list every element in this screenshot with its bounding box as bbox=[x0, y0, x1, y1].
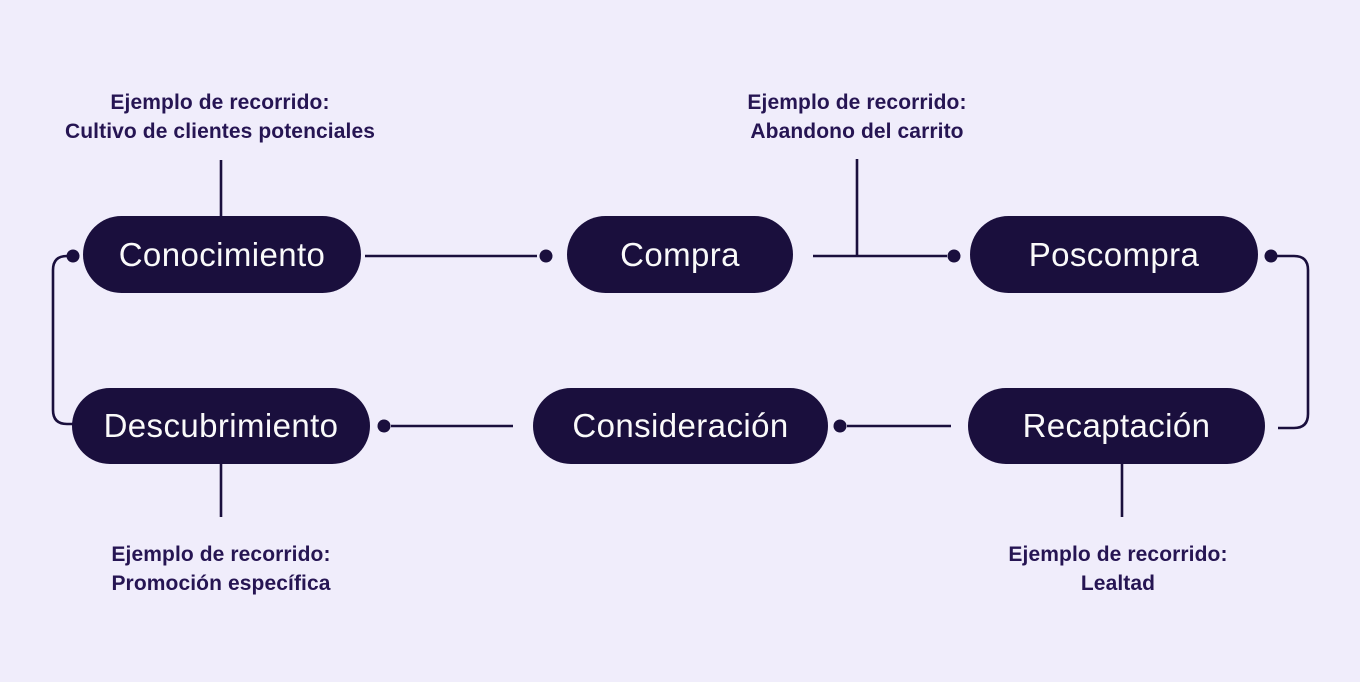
stage-pill-conocimiento: Conocimiento bbox=[83, 216, 361, 293]
connector-dot-consideracion bbox=[833, 419, 847, 433]
stage-pill-label: Recaptación bbox=[1022, 407, 1211, 444]
stage-pill-label: Consideración bbox=[572, 407, 789, 444]
annotation-title: Ejemplo de recorrido: bbox=[110, 91, 330, 114]
annotation-promocion: Ejemplo de recorrido: Promoción específi… bbox=[21, 540, 421, 598]
annotation-title: Ejemplo de recorrido: bbox=[111, 543, 331, 566]
annotation-subtitle: Abandono del carrito bbox=[750, 120, 964, 143]
annotation-title: Ejemplo de recorrido: bbox=[747, 91, 967, 114]
stage-pill-compra: Compra bbox=[567, 216, 793, 293]
connector-descubrimiento-to-conocimiento bbox=[51, 254, 74, 426]
stage-pill-label: Poscompra bbox=[1028, 235, 1200, 273]
connector-dot-descubrimiento bbox=[377, 419, 391, 433]
connector-dot-compra bbox=[539, 249, 553, 263]
stage-pill-label: Conocimiento bbox=[118, 235, 326, 273]
annotation-lealtad: Ejemplo de recorrido: Lealtad bbox=[918, 540, 1318, 598]
connector-dot-poscompra-right bbox=[1264, 249, 1278, 263]
connector-dot-poscompra-left bbox=[947, 249, 961, 263]
stage-pill-label: Descubrimiento bbox=[103, 407, 339, 444]
connector-dot-conocimiento bbox=[66, 249, 80, 263]
stage-pill-label: Compra bbox=[620, 235, 740, 273]
annotation-subtitle: Promoción específica bbox=[111, 572, 331, 595]
annotation-title: Ejemplo de recorrido: bbox=[1008, 543, 1228, 566]
connector-poscompra-to-recaptacion bbox=[1277, 254, 1310, 430]
stage-pill-poscompra: Poscompra bbox=[970, 216, 1258, 293]
annotation-subtitle: Cultivo de clientes potenciales bbox=[64, 120, 376, 143]
annotation-subtitle: Lealtad bbox=[1080, 572, 1156, 595]
stage-pill-descubrimiento: Descubrimiento bbox=[72, 388, 370, 464]
annotation-abandono: Ejemplo de recorrido: Abandono del carri… bbox=[657, 88, 1057, 146]
annotation-cultivo: Ejemplo de recorrido: Cultivo de cliente… bbox=[20, 88, 420, 146]
stage-pill-recaptacion: Recaptación bbox=[968, 388, 1265, 464]
stage-pill-consideracion: Consideración bbox=[533, 388, 828, 464]
